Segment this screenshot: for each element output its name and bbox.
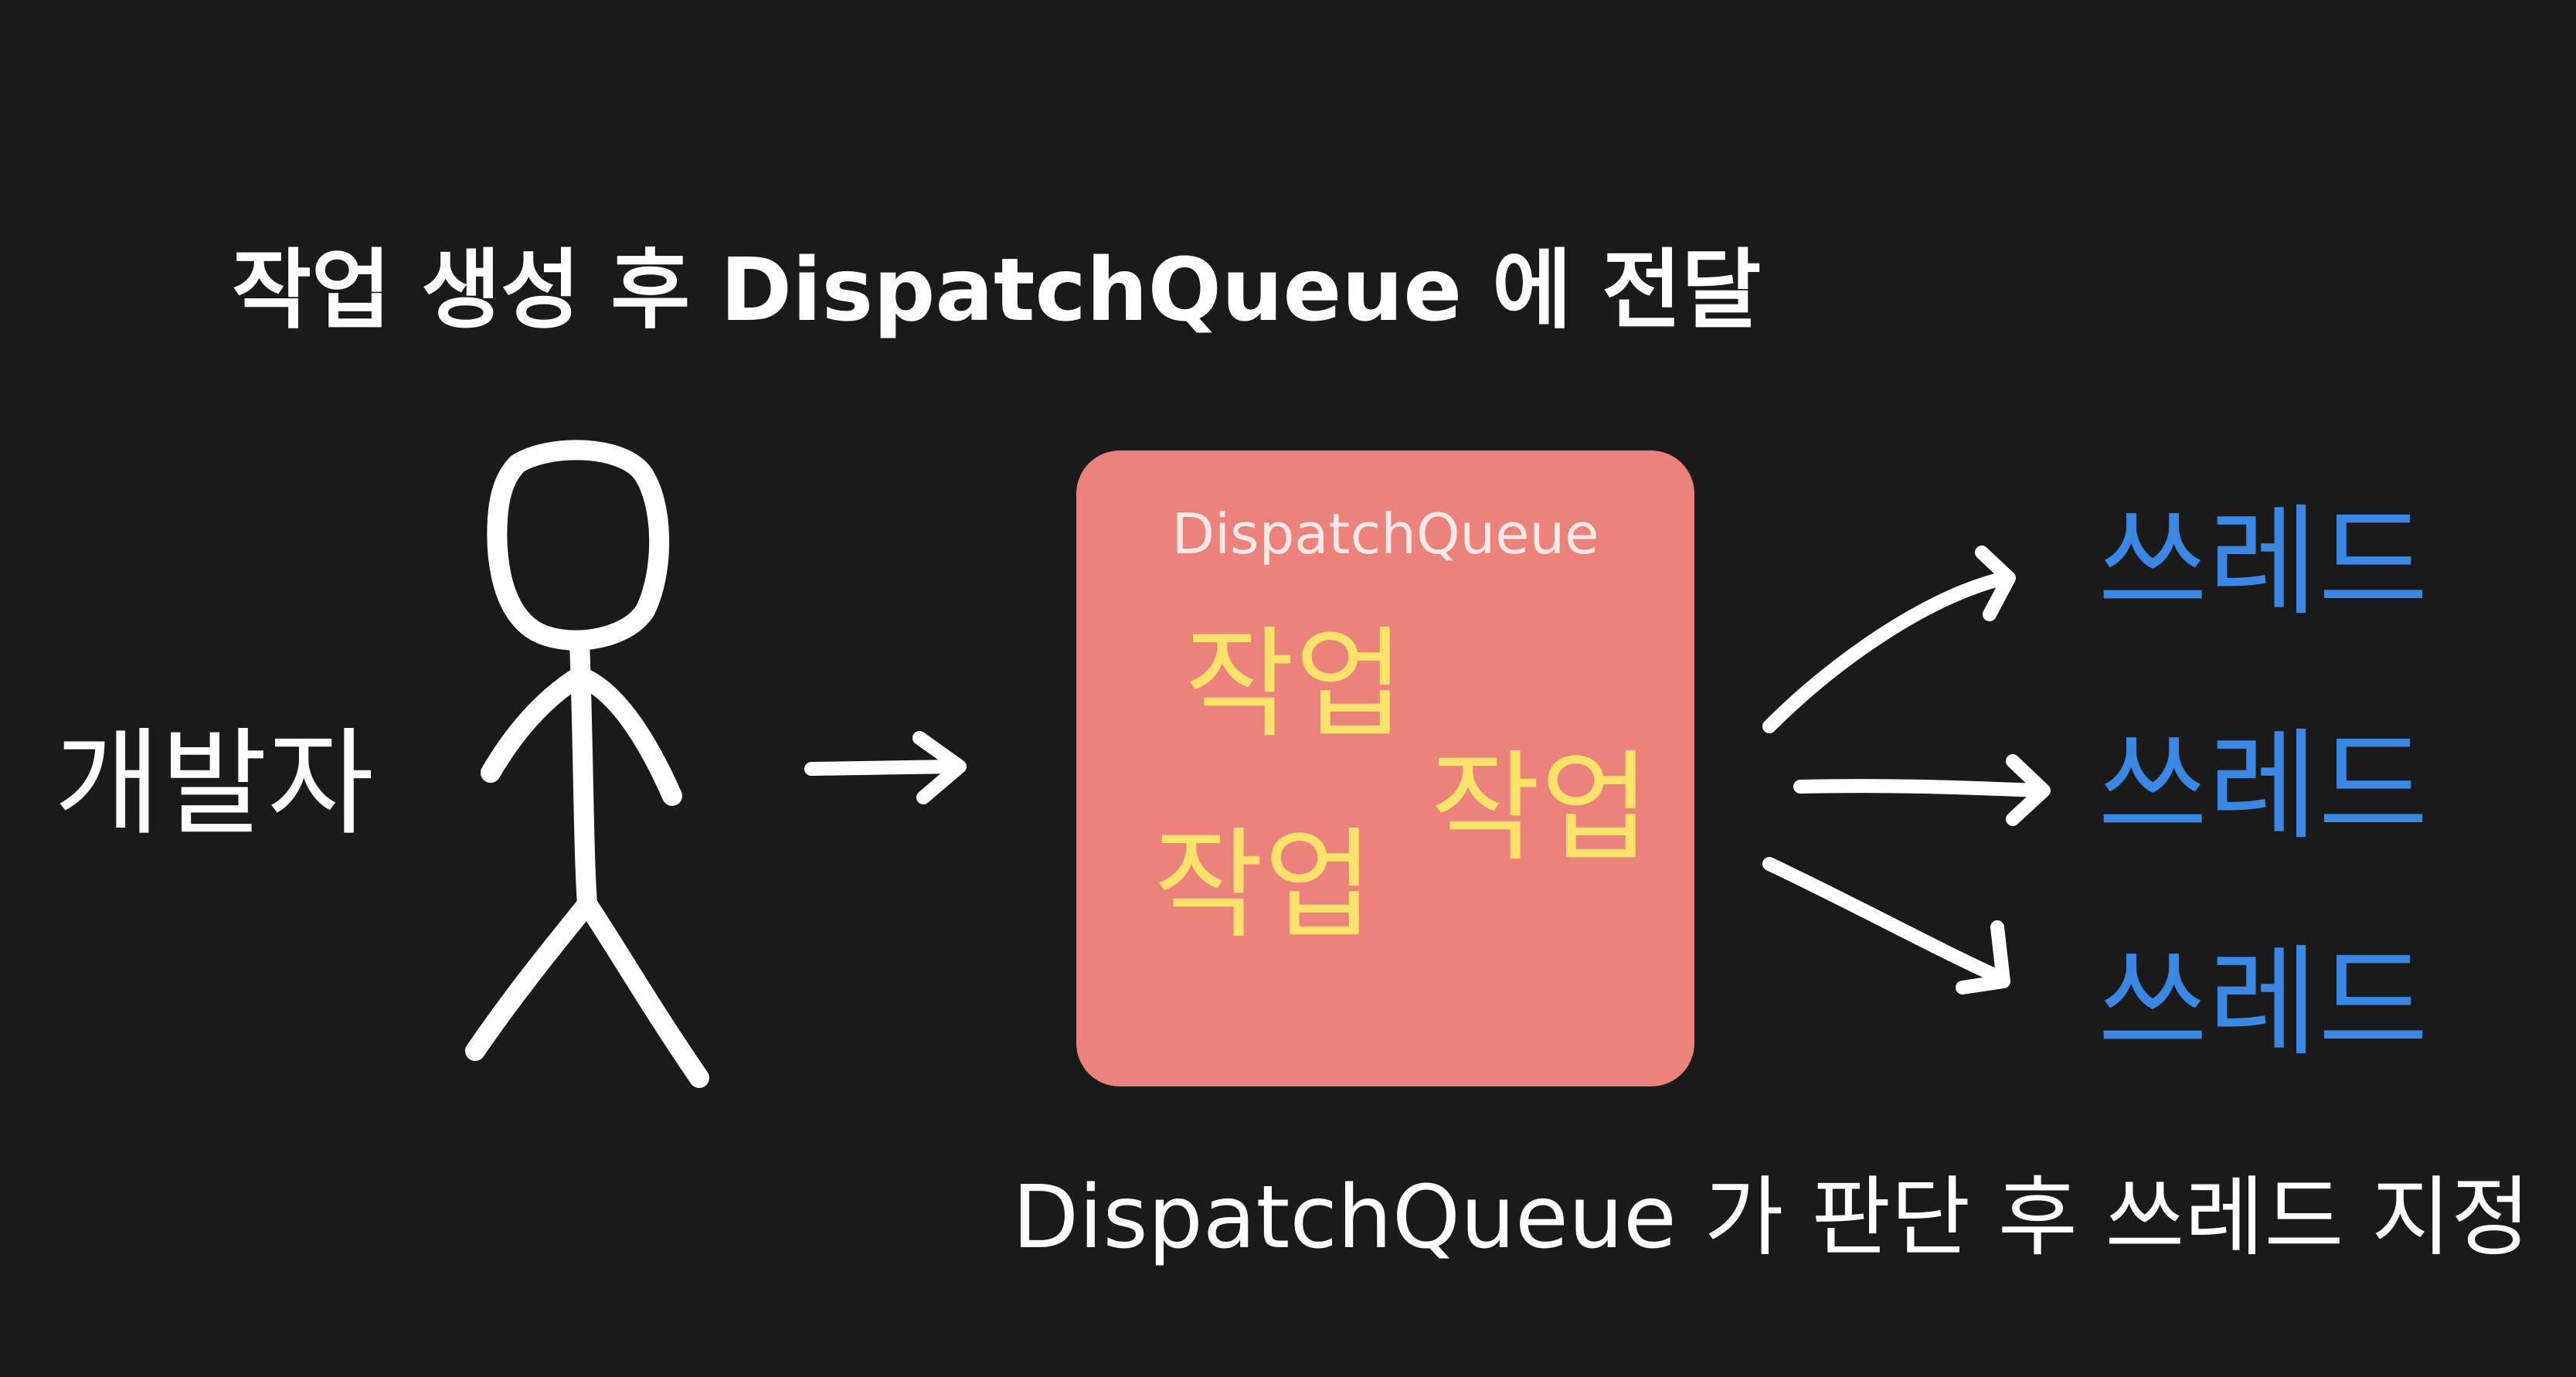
top-caption: 작업 생성 후 DispatchQueue 에 전달 — [232, 240, 1762, 341]
arrow-to-thread-1 — [1762, 571, 2012, 733]
arrow-to-thread-2 — [1793, 779, 2047, 797]
arrow-head-3 — [1956, 920, 2010, 994]
task-item: 작업 — [1430, 738, 1651, 878]
stick-figure-arms — [481, 666, 682, 806]
dispatch-queue-title: DispatchQueue — [1171, 502, 1599, 566]
developer-label: 개발자 — [54, 717, 375, 852]
thread-label: 쓰레드 — [2098, 716, 2428, 856]
stick-figure-legs — [465, 894, 709, 1088]
fan-out-arrows-icon — [1762, 546, 2051, 994]
thread-label: 쓰레드 — [2098, 492, 2428, 632]
bottom-caption: DispatchQueue 가 판단 후 쓰레드 지정 — [1012, 1168, 2531, 1268]
stick-figure-icon — [465, 440, 709, 1088]
arrow-right-icon — [804, 731, 967, 804]
stick-figure-head — [487, 440, 670, 651]
arrow-head-1 — [1975, 546, 2016, 621]
thread-label: 쓰레드 — [2098, 933, 2428, 1073]
task-item: 작업 — [1154, 815, 1375, 955]
dispatch-queue-box: DispatchQueue 작업 작업 작업 — [1076, 450, 1694, 1086]
task-item: 작업 — [1184, 614, 1405, 754]
arrow-head-2 — [2006, 754, 2051, 826]
arrow-to-thread-3 — [1762, 857, 2007, 984]
